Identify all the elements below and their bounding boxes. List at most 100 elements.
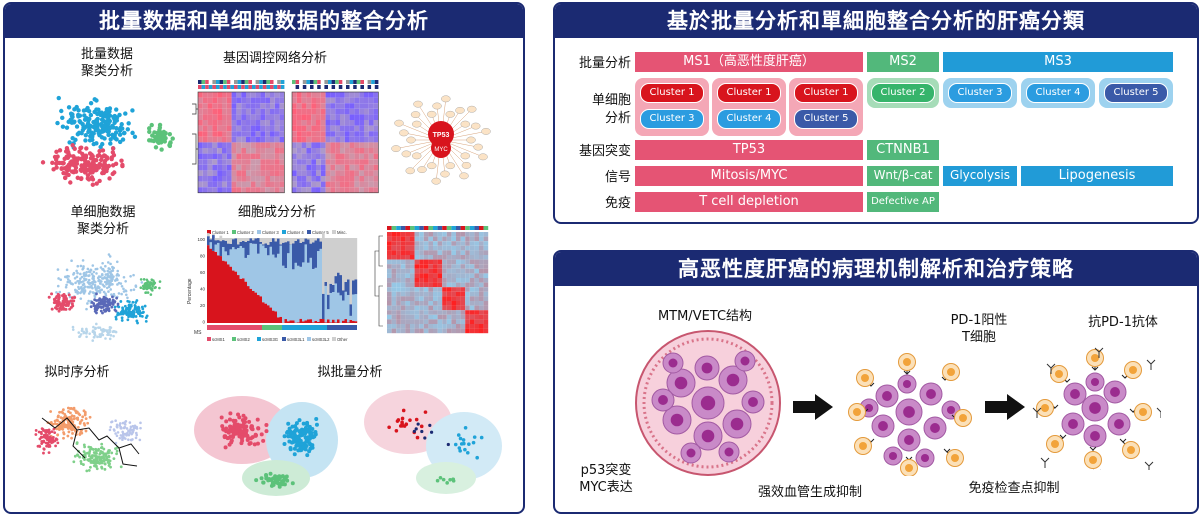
heatmap-cell	[373, 170, 379, 176]
heatmap-cell	[349, 108, 355, 115]
pseudotime-point	[83, 413, 87, 417]
umap-point	[131, 315, 135, 319]
umap-point	[61, 299, 65, 303]
pseudotime-point	[60, 410, 64, 414]
corr-cell	[387, 287, 392, 292]
pseudo-bulk-point	[249, 426, 254, 431]
corr-cell	[410, 264, 415, 269]
composition-bar	[292, 269, 295, 321]
umap-point	[99, 309, 103, 313]
heatmap-cell	[354, 148, 360, 154]
heatmap-cell	[270, 181, 275, 188]
heatmap-annotation	[371, 80, 375, 84]
composition-bar	[297, 238, 300, 240]
tcell-nucleus	[1055, 370, 1063, 378]
heatmap-cell	[207, 181, 213, 188]
scatter-point	[64, 125, 70, 130]
composition-bar	[312, 322, 315, 323]
pseudotime-point	[121, 430, 124, 434]
tcell-nucleus	[861, 374, 869, 382]
umap-point	[112, 334, 115, 338]
heatmap-cell	[236, 131, 242, 137]
heatmap-cell	[296, 164, 302, 171]
heatmap-cell	[325, 153, 331, 160]
pseudotime-point	[103, 467, 107, 471]
ms-annotation	[299, 325, 302, 330]
scatter-point	[72, 146, 77, 152]
heatmap-cell	[236, 153, 242, 160]
corr-cell	[433, 296, 438, 301]
network-node	[445, 162, 455, 170]
corr-cell	[451, 264, 456, 269]
heatmap-cell	[265, 153, 270, 160]
scatter-point	[119, 122, 124, 127]
corr-cell	[428, 324, 433, 329]
corr-cell	[460, 250, 466, 255]
pseudotime-point	[89, 465, 92, 469]
corr-cell	[451, 296, 456, 301]
umap-point	[111, 303, 115, 306]
composition-bar	[239, 238, 243, 242]
pseudo-bulk-point	[275, 481, 280, 486]
corr-annotation	[469, 226, 475, 230]
pseudo-bulk-point	[428, 423, 432, 427]
network-node	[455, 106, 465, 114]
heatmap-cell	[325, 148, 331, 154]
scatter-point	[68, 160, 73, 165]
lipogenesis-bar: Lipogenesis	[1021, 166, 1173, 186]
scatter-point	[149, 138, 154, 143]
heatmap-cell	[241, 159, 246, 165]
heatmap-annotation	[364, 85, 368, 89]
scatter-point	[56, 95, 61, 101]
cell-nucleus	[686, 448, 696, 458]
corr-cell	[465, 259, 470, 265]
heatmap-cell	[198, 108, 203, 115]
corr-cell	[456, 250, 461, 255]
corr-cell	[451, 282, 456, 288]
corr-cell	[451, 236, 456, 242]
pseudo-bulk-point	[244, 433, 249, 438]
corr-cell	[391, 264, 397, 269]
corr-cell	[410, 301, 415, 306]
cell-nucleus	[926, 389, 936, 399]
pseudo-bulk-point	[227, 417, 232, 422]
antibody-icon	[1144, 461, 1154, 470]
pseudotime-point	[84, 429, 88, 433]
composition-bar	[242, 247, 245, 279]
umap-point	[142, 287, 146, 291]
heatmap-cell	[340, 142, 345, 148]
umap-point	[116, 313, 119, 317]
pseudo-bulk-point	[239, 434, 244, 439]
heatmap-cell	[279, 92, 285, 98]
corr-cell	[414, 305, 420, 311]
composition-bar	[304, 320, 308, 323]
composition-bar	[332, 238, 335, 285]
network-node	[478, 153, 488, 161]
ms-annotation	[279, 325, 282, 330]
heatmap-annotation	[208, 80, 213, 84]
heatmap-annotation	[252, 85, 256, 89]
heatmap-cell	[373, 148, 379, 154]
heatmap-cell	[296, 187, 302, 193]
composition-bar	[267, 238, 270, 245]
heatmap-cell	[354, 136, 360, 143]
pseudotime-point	[119, 465, 123, 469]
corr-cell	[433, 282, 438, 288]
scatter-point	[98, 157, 104, 163]
heatmap-cell	[354, 142, 360, 148]
corr-cell	[419, 310, 424, 315]
corr-cell	[396, 255, 401, 260]
ms-annotation	[242, 325, 245, 330]
scatter-point	[87, 138, 93, 143]
heatmap-cell	[279, 181, 285, 188]
corr-cell	[423, 328, 429, 334]
heatmap-cell	[226, 148, 232, 154]
heatmap-cell	[246, 114, 251, 120]
pseudo-bulk-point	[244, 428, 249, 433]
heatmap-cell	[250, 159, 256, 165]
heatmap-cell	[316, 120, 321, 126]
heatmap-cell	[265, 187, 270, 193]
pseudotime-point	[49, 410, 53, 413]
composition-bar	[269, 241, 273, 247]
composition-bar	[259, 296, 263, 323]
